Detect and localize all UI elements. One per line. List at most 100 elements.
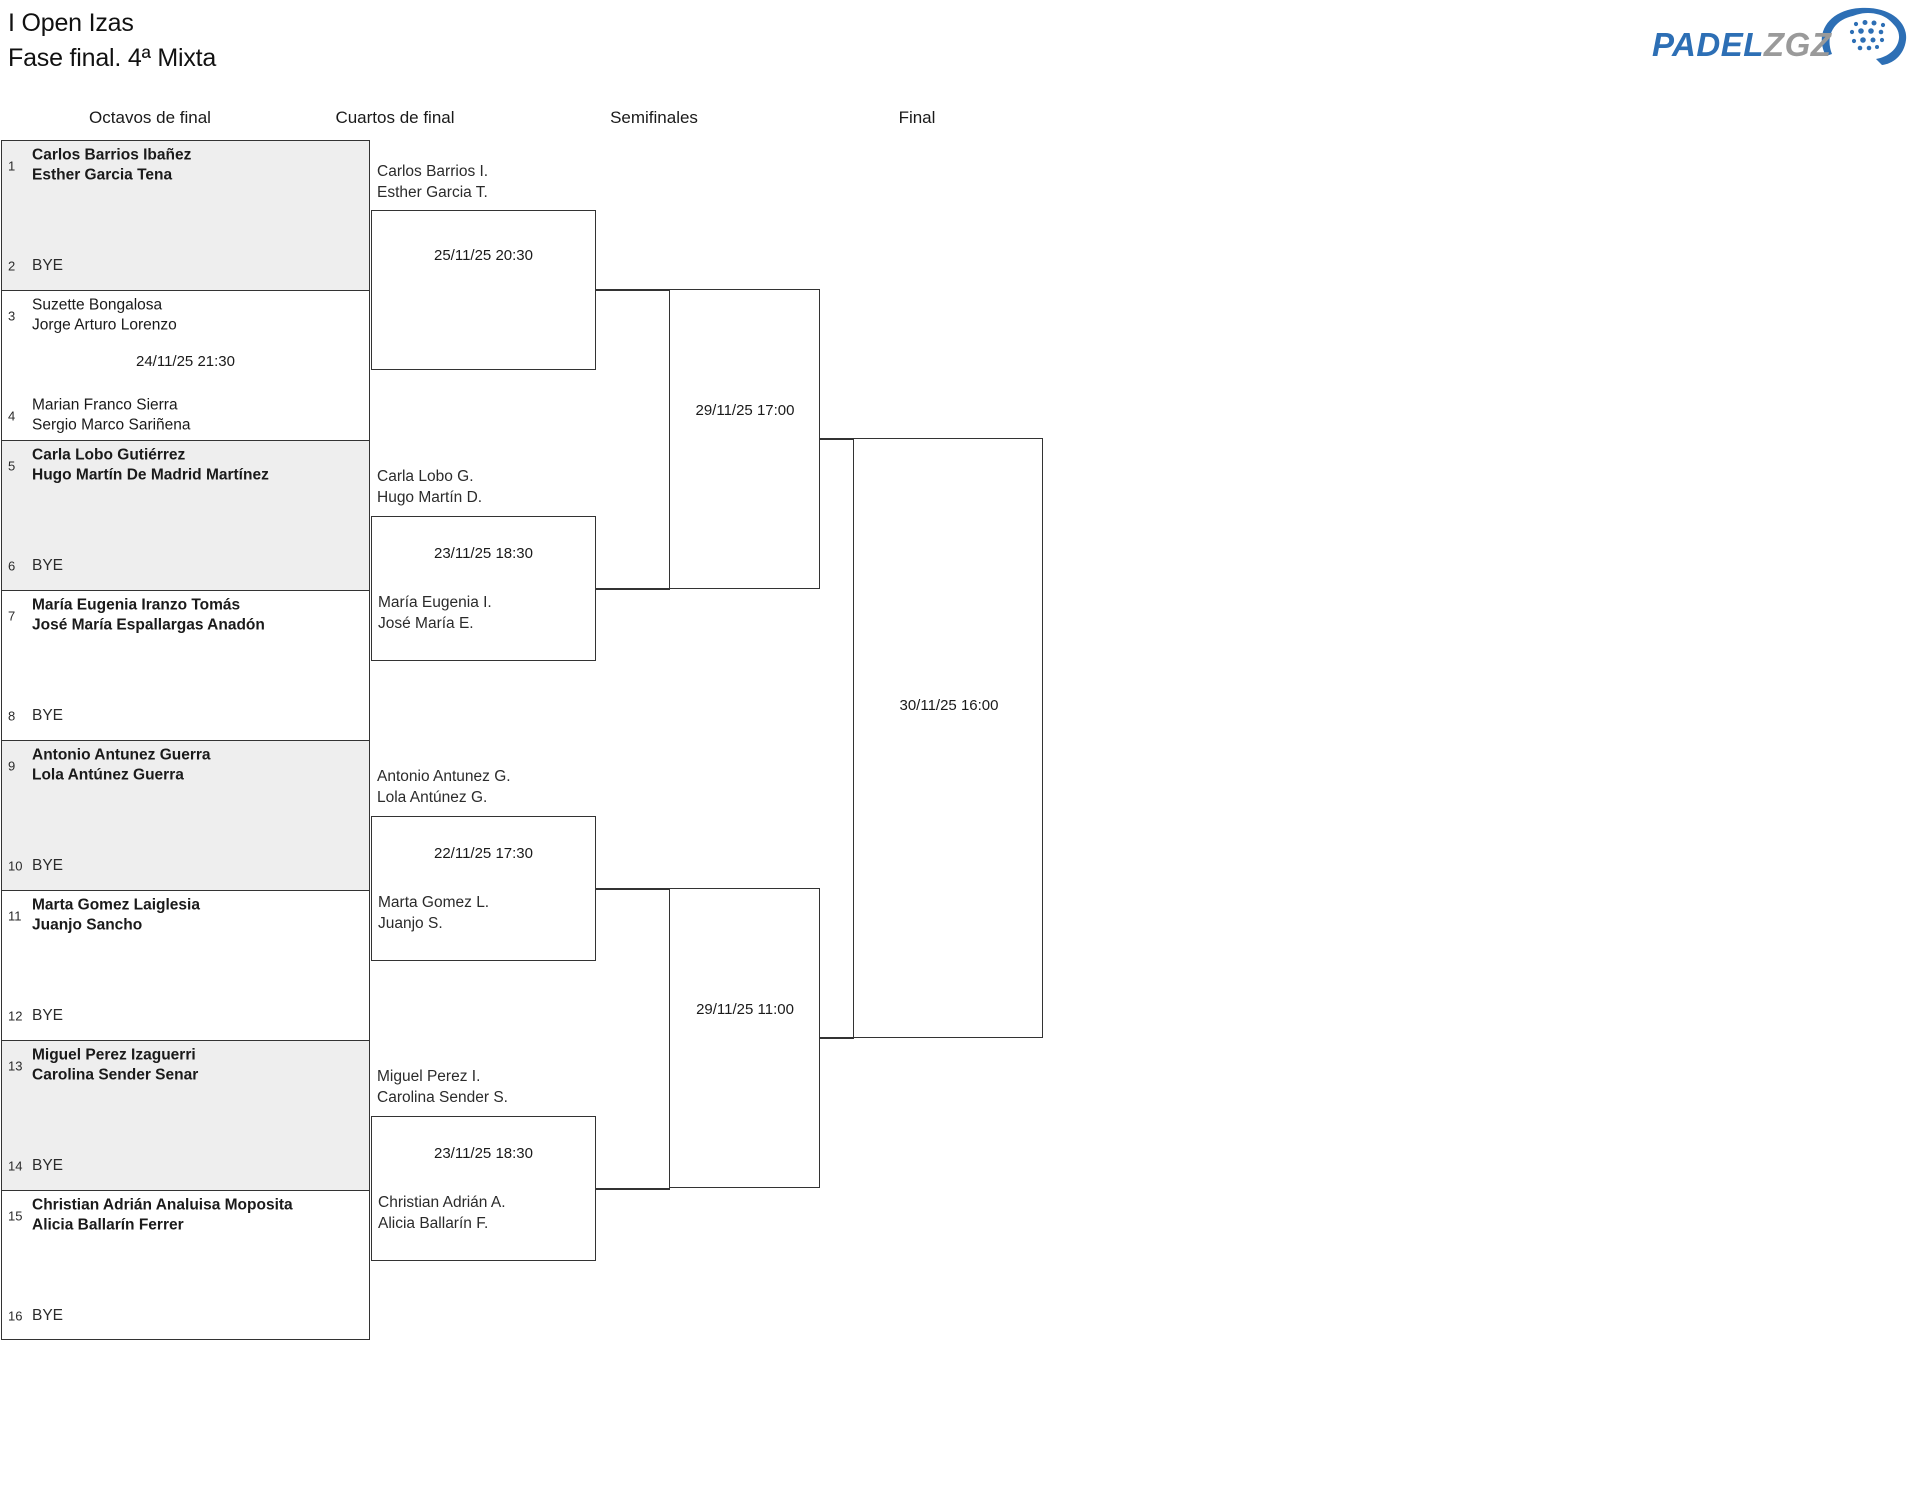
connector-qf2-to-sf1 <box>595 588 670 590</box>
r1-slot-seed-8[interactable]: 8 BYE <box>2 691 369 741</box>
r1-slot-seed-14[interactable]: 14 BYE <box>2 1141 369 1191</box>
tournament-name: I Open Izas <box>8 9 134 37</box>
r2-match-2-date: 23/11/25 18:30 <box>434 545 533 562</box>
r2-match-2-box[interactable]: 23/11/25 18:30 María Eugenia I.José Marí… <box>371 516 596 661</box>
player-1-name: Carlos Barrios Ibañez <box>32 146 192 164</box>
team-names: BYE <box>32 556 64 574</box>
r3-match-2-date: 29/11/25 11:00 <box>696 1001 794 1018</box>
r1-slot-seed-12[interactable]: 12 BYE <box>2 991 369 1041</box>
player-1-name: Carla Lobo G. <box>377 468 474 485</box>
seed-number: 12 <box>8 1008 23 1024</box>
r4-final-box[interactable]: 30/11/25 16:00 <box>853 438 1043 1038</box>
seed-number: 1 <box>8 158 16 174</box>
r2-match-3-top-team: Antonio Antunez G.Lola Antúnez G. <box>377 766 511 808</box>
player-2-name: Esther Garcia Tena <box>32 167 173 184</box>
r1-slot-seed-6[interactable]: 6 BYE <box>2 541 369 591</box>
team-names: BYE <box>32 706 64 724</box>
r2-match-1-box[interactable]: 25/11/25 20:30 <box>371 210 596 370</box>
padel-racket-icon <box>1821 7 1907 66</box>
player-2-name: Sergio Marco Sariñena <box>32 417 191 434</box>
r2-match-2-bottom-team: María Eugenia I.José María E. <box>378 592 492 634</box>
round-heading-cuartos: Cuartos de final <box>335 108 455 127</box>
player-2-name: José María Espallargas Anadón <box>32 617 265 634</box>
seed-number: 6 <box>8 558 16 574</box>
seed-number: 5 <box>8 458 16 474</box>
player-2-name: José María E. <box>378 615 474 633</box>
player-1-name: María Eugenia Iranzo Tomás <box>32 596 241 614</box>
connector-sf1-to-final <box>819 438 854 440</box>
r2-match-4-box[interactable]: 23/11/25 18:30 Christian Adrián A. Alicia… <box>371 1116 596 1261</box>
r3-match-1-box[interactable]: 29/11/25 17:00 <box>669 289 820 589</box>
player-2-name: Juanjo S. <box>378 915 443 933</box>
seed-number: 16 <box>8 1308 23 1324</box>
player-2-name: Carolina Sender S. <box>377 1089 508 1107</box>
player-1-name: Marta Gomez L. <box>378 894 490 911</box>
player-1-name: Marta Gomez Laiglesia <box>32 896 200 914</box>
round-heading-final: Final <box>898 108 936 127</box>
seed-number: 9 <box>8 758 16 774</box>
player-1-name: Christian Adrián Analuisa Moposita <box>32 1196 293 1214</box>
player-2-name: Esther Garcia T. <box>377 184 488 202</box>
player-2-name: Alicia Ballarín F. <box>378 1215 489 1233</box>
team-names: BYE <box>32 1006 64 1024</box>
team-names: BYE <box>32 256 64 274</box>
seed-number: 14 <box>8 1158 23 1174</box>
player-1-name: Carla Lobo Gutiérrez <box>32 446 186 464</box>
r2-match-4-date: 23/11/25 18:30 <box>434 1145 533 1162</box>
r2-match-2-top-team: Carla Lobo G. Hugo Martín D. <box>377 466 482 508</box>
r1-slot-seed-16[interactable]: 16 BYE <box>2 1291 369 1341</box>
tournament-phase: Fase final. 4ª Mixta <box>8 43 217 72</box>
r1-match-2-date: 24/11/25 21:30 <box>136 353 235 370</box>
r2-match-4-top-team: Miguel Perez I. Carolina Sender S. <box>377 1066 508 1108</box>
seed-number: 4 <box>8 408 16 424</box>
player-1-name: Marian Franco Sierra <box>32 396 178 414</box>
logo-wordmark: PADELZGZ <box>1652 26 1831 64</box>
player-2-name: Hugo Martín D. <box>377 489 483 507</box>
connector-qf4-to-sf2 <box>595 1188 670 1190</box>
player-2-name: Lola Antúnez Guerra <box>32 767 184 784</box>
r3-match-2-box[interactable]: 29/11/25 11:00 <box>669 888 820 1188</box>
seed-number: 3 <box>8 308 16 324</box>
player-1-name: Carlos Barrios I. <box>377 163 489 180</box>
round-heading-octavos: Octavos de final <box>89 108 211 127</box>
r1-slot-seed-10[interactable]: 10 BYE <box>2 841 369 891</box>
logo-padel-text: PADEL <box>1652 26 1764 63</box>
r2-match-3-date: 22/11/25 17:30 <box>434 845 533 862</box>
connector-qf1-to-sf1 <box>595 289 670 291</box>
player-1-name: Christian Adrián A. <box>378 1194 506 1211</box>
player-2-name: Juanjo Sancho <box>32 917 143 934</box>
connector-qf3-to-sf2 <box>595 888 670 890</box>
r2-match-3-box[interactable]: 22/11/25 17:30 Marta Gomez L. Juanjo S. <box>371 816 596 961</box>
player-1-name: Antonio Antunez Guerra <box>32 746 211 764</box>
r1-slot-seed-2[interactable]: 2 BYE <box>2 241 369 291</box>
r2-match-1-date: 25/11/25 20:30 <box>434 247 533 264</box>
player-1-name: Miguel Perez I. <box>377 1068 481 1085</box>
logo-zgz-text: ZGZ <box>1763 26 1832 63</box>
team-names: BYE <box>32 1156 64 1174</box>
player-2-name: Jorge Arturo Lorenzo <box>32 317 177 334</box>
